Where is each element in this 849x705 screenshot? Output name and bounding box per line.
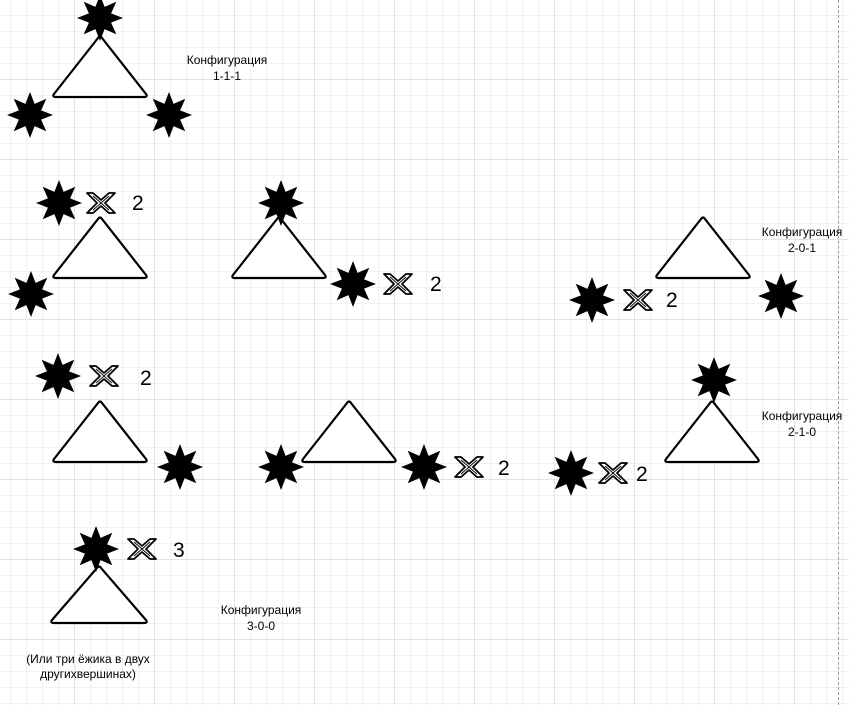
hedgehog-star-icon — [258, 444, 304, 490]
multiply-cross-icon — [89, 365, 119, 387]
config-label-111: Конфигурация 1-1-1 — [186, 53, 268, 83]
hedgehog-star-icon — [258, 180, 304, 226]
hedgehog-star-icon — [35, 353, 81, 399]
config-210-variant-b — [258, 400, 484, 490]
hedgehog-star-icon — [691, 357, 737, 403]
triangle — [52, 216, 148, 280]
multiplier-number: 2 — [636, 463, 648, 486]
config-label-201: Конфигурация 2-0-1 — [761, 225, 843, 255]
multiplier-number: 2 — [430, 273, 442, 296]
multiplier-number: 2 — [498, 457, 510, 480]
config-label-300: Конфигурация 3-0-0 — [220, 603, 302, 633]
triangle — [52, 400, 148, 464]
alternative-note: (Или три ёжика в двух другихвершинах) — [26, 652, 150, 681]
hedgehog-star-icon — [8, 271, 54, 317]
multiplier-number: 2 — [140, 367, 152, 390]
page-border — [838, 0, 839, 705]
hedgehog-star-icon — [36, 180, 82, 226]
hedgehog-star-icon — [758, 273, 804, 319]
hedgehog-star-icon — [569, 277, 615, 323]
hedgehog-star-icon — [548, 450, 594, 496]
config-201-variant-a — [8, 180, 148, 317]
config-label-210: Конфигурация 2-1-0 — [761, 409, 843, 439]
multiplier-number: 2 — [132, 192, 144, 215]
multiply-cross-icon — [86, 192, 116, 214]
triangle — [231, 216, 327, 280]
hedgehog-star-icon — [330, 261, 376, 307]
config-111-group — [7, 0, 192, 138]
triangle — [301, 400, 397, 464]
multiply-cross-icon — [623, 289, 653, 311]
config-201-variant-c — [569, 216, 804, 323]
multiplier-number: 2 — [666, 289, 678, 312]
multiply-cross-icon — [598, 462, 628, 484]
triangle — [655, 216, 751, 280]
triangle — [52, 35, 148, 99]
hedgehog-star-icon — [73, 526, 119, 572]
config-300-group — [50, 526, 157, 625]
multiply-cross-icon — [454, 456, 484, 478]
config-210-variant-c — [548, 357, 760, 496]
hedgehog-star-icon — [146, 92, 192, 138]
hedgehog-star-icon — [401, 444, 447, 490]
triangle — [50, 565, 148, 625]
hedgehog-star-icon — [157, 444, 203, 490]
config-210-variant-a — [35, 353, 203, 490]
multiply-cross-icon — [383, 273, 413, 295]
triangle — [664, 400, 760, 464]
multiplier-number: 3 — [173, 539, 185, 562]
multiply-cross-icon — [127, 538, 157, 560]
hedgehog-star-icon — [7, 92, 53, 138]
hedgehog-star-icon — [77, 0, 123, 41]
config-201-variant-b — [231, 180, 413, 307]
